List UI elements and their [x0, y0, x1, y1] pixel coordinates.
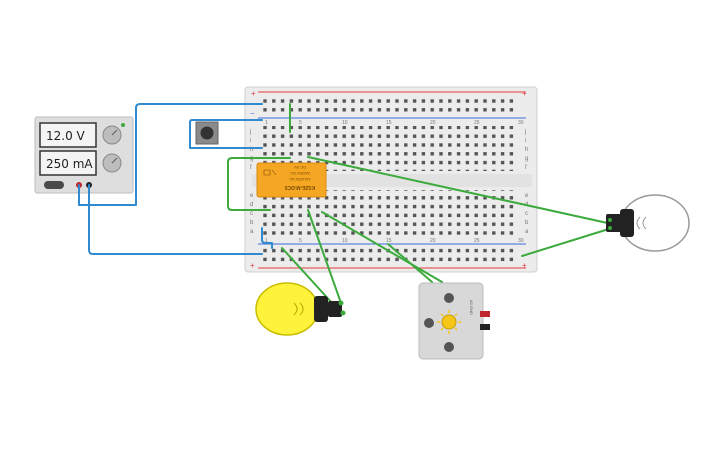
rail-plus-bottom-left: +: [250, 261, 255, 270]
relay-label-line1: KS2E-M-DC5: [285, 184, 316, 190]
wire-button-bottom[interactable]: [189, 145, 263, 149]
relay-schematic-icon: [263, 169, 277, 176]
wire-relay-loop[interactable]: [227, 157, 291, 211]
bulb-right-terminal-2[interactable]: [608, 226, 612, 230]
light-bulb-right[interactable]: [606, 194, 690, 252]
wire-rail-to-left-bulb-2[interactable]: [281, 247, 333, 304]
svg-text:d: d: [250, 202, 253, 208]
bulb-base-left: [314, 296, 328, 322]
svg-text:15: 15: [386, 120, 392, 126]
wire-relay-to-left-bulb-1[interactable]: [307, 209, 342, 304]
svg-text:b: b: [250, 220, 254, 226]
push-button-cap[interactable]: [200, 126, 214, 140]
svg-text:5: 5: [299, 120, 302, 126]
svg-text:10: 10: [342, 120, 348, 126]
svg-text:f: f: [250, 165, 252, 171]
svg-text:g: g: [525, 156, 528, 162]
relay-label-line3: 2A/30V DC: [290, 171, 310, 176]
voltage-knob-indicator: [111, 129, 118, 136]
svg-text:a: a: [525, 229, 529, 235]
relay-label-line2: 1A/125V AC: [289, 177, 311, 182]
rail-top-holes-1[interactable]: [262, 98, 518, 107]
svg-text:j: j: [524, 129, 526, 135]
svg-text:30: 30: [518, 120, 524, 126]
current-knob-indicator: [111, 157, 118, 164]
power-led-icon: [121, 123, 125, 127]
voltage-display: [39, 122, 97, 148]
svg-text:f: f: [525, 165, 527, 171]
push-button[interactable]: [195, 121, 219, 145]
wires[interactable]: [78, 103, 613, 304]
row-letters-right: j i h g f e d c b a: [524, 129, 529, 235]
svg-text:c: c: [250, 211, 253, 217]
breadboard[interactable]: + + − + + 1 5 10 15 20 25 30 1 5 10 15 2…: [244, 86, 538, 273]
voltage-readout: 12.0 V: [46, 129, 86, 143]
sensor-mount-hole-top: [444, 293, 454, 303]
svg-text:b: b: [525, 220, 529, 226]
sensor-mount-hole-left: [424, 318, 434, 328]
bulb-socket-right: [606, 214, 621, 232]
svg-text:1: 1: [265, 120, 268, 126]
svg-text:20: 20: [430, 238, 436, 244]
svg-text:c: c: [525, 211, 528, 217]
svg-text:e: e: [250, 193, 254, 199]
rail-top-holes-2[interactable]: [262, 106, 518, 115]
wire-button-top[interactable]: [189, 119, 263, 147]
sensor-pin-label: A0 GND: [469, 300, 474, 315]
column-numbers-bottom: 1 5 10 15 20 25 30: [265, 238, 524, 244]
relay-label-line4: DC 5V: [294, 165, 306, 170]
svg-text:i: i: [525, 138, 526, 144]
wire-relay-ground[interactable]: [261, 227, 273, 249]
power-supply[interactable]: 12.0 V 250 mA: [34, 116, 134, 194]
svg-text:h: h: [250, 147, 253, 153]
bulb-filament-icon: [293, 302, 304, 316]
relay[interactable]: DC 5V 2A/30V DC 1A/125V AC KS2E-M-DC5: [256, 162, 327, 198]
wire-rail-to-sensor-2[interactable]: [387, 243, 433, 283]
sun-icon: [437, 310, 461, 334]
svg-text:20: 20: [430, 120, 436, 126]
svg-text:10: 10: [342, 238, 348, 244]
current-display: [39, 150, 97, 176]
bulb-left-terminal-1[interactable]: [338, 300, 344, 306]
sensor-pin-black[interactable]: [480, 324, 490, 330]
sensor-mount-hole-bottom: [444, 342, 454, 352]
bulb-glass-lit: [255, 282, 319, 336]
svg-text:e: e: [525, 193, 529, 199]
relay-body: [256, 162, 327, 198]
rail-bottom-holes-2[interactable]: [262, 256, 518, 265]
sensor-pin-red[interactable]: [480, 311, 490, 317]
svg-text:i: i: [250, 138, 251, 144]
svg-text:j: j: [249, 129, 251, 135]
wire-relay-to-sensor-1[interactable]: [321, 211, 443, 283]
rail-plus-top-right: +: [522, 89, 527, 98]
bulb-filament-icon: [636, 216, 647, 230]
rail-minus-top-left: −: [250, 109, 255, 118]
wire-supply-negative[interactable]: [88, 184, 263, 255]
light-sensor[interactable]: A0 GND: [418, 282, 490, 360]
svg-text:h: h: [525, 147, 528, 153]
wire-rail-to-right-bulb[interactable]: [521, 227, 613, 257]
svg-text:1: 1: [265, 238, 268, 244]
svg-text:30: 30: [518, 238, 524, 244]
bulb-socket-left: [328, 301, 342, 317]
bulb-base-right: [620, 209, 634, 237]
svg-text:25: 25: [474, 120, 480, 126]
svg-text:15: 15: [386, 238, 392, 244]
svg-text:5: 5: [299, 238, 302, 244]
bulb-left-terminal-2[interactable]: [340, 310, 346, 316]
wire-relay-to-right-bulb[interactable]: [307, 156, 613, 225]
svg-text:25: 25: [474, 238, 480, 244]
bulb-right-terminal-1[interactable]: [608, 218, 612, 222]
current-readout: 250 mA: [46, 157, 93, 171]
rail-plus-top-left: +: [251, 89, 256, 98]
wire-supply-positive[interactable]: [78, 103, 263, 206]
column-numbers-top: 1 5 10 15 20 25 30: [265, 120, 524, 126]
rail-plus-bottom-right: +: [522, 261, 527, 270]
light-bulb-left[interactable]: [255, 282, 346, 336]
svg-text:a: a: [250, 229, 254, 235]
power-switch[interactable]: [44, 181, 64, 189]
